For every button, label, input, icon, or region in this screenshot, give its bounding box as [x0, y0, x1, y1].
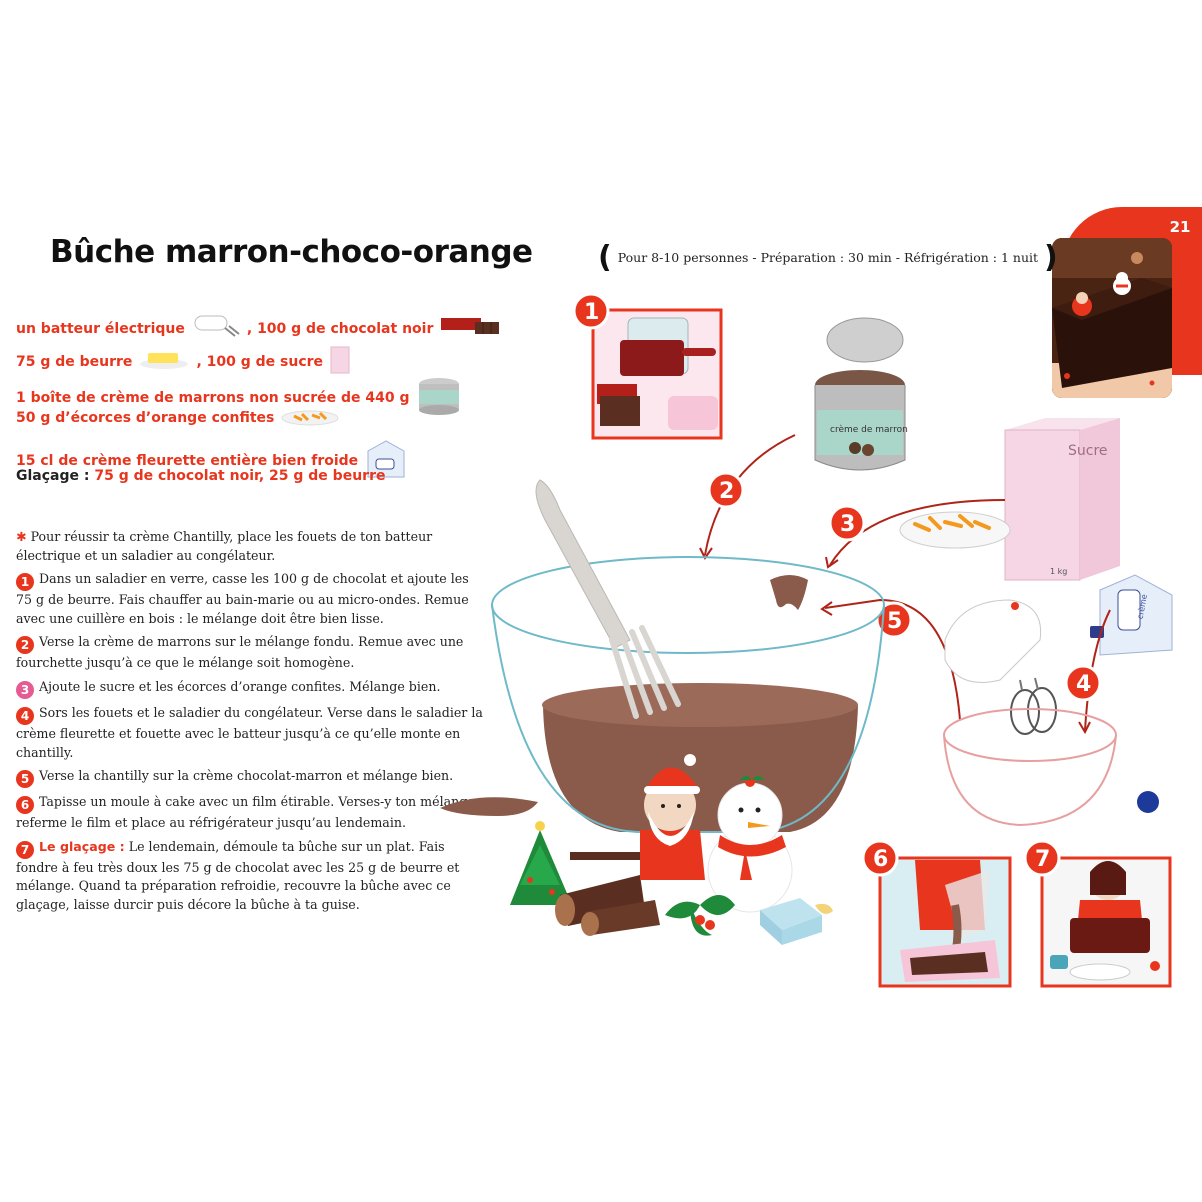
santa-figure	[640, 754, 705, 880]
step-3-number: 3	[828, 504, 866, 542]
cream-cap	[1137, 791, 1159, 813]
tip-text: Pour réussir ta crème Chantilly, place l…	[16, 529, 433, 563]
step-3-num-text: 3	[840, 512, 855, 537]
step-number-badge: 1	[16, 573, 34, 592]
sugar-box: Sucre 1 kg	[1004, 418, 1120, 581]
step-text: Verse la crème de marrons sur le mélange…	[16, 634, 464, 671]
step-1-panel	[591, 308, 723, 440]
snowman-figure	[707, 776, 793, 913]
cream-carton: crème	[1090, 574, 1173, 656]
mixer-icon	[191, 314, 241, 344]
step-text: Ajoute le sucre et les écorces d’orange …	[39, 678, 441, 694]
glaze-value: 75 g de chocolat noir, 25 g de beurre	[89, 468, 386, 484]
step-5: 5 Verse la chantilly sur la crème chocola…	[16, 767, 486, 789]
orange-peel-plate	[899, 511, 1011, 549]
step-7-num-text: 7	[1035, 847, 1050, 872]
step-text: Dans un saladier en verre, casse les 100…	[16, 571, 469, 626]
step-5-number: 5	[875, 601, 913, 639]
step-lead: Le glaçage :	[39, 838, 125, 854]
ingredient-orange-peel: 50 g d’écorces d’orange confites	[16, 410, 275, 426]
open-paren: (	[598, 240, 612, 275]
cream-carton-icon	[364, 437, 408, 485]
glaze-line: Glaçage : 75 g de chocolat noir, 25 g de…	[16, 468, 385, 484]
step-4-num-text: 4	[1076, 672, 1091, 697]
ingredient-line-5: 15 cl de crème fleurette entière bien fr…	[16, 437, 414, 485]
chestnut-can-icon	[416, 376, 462, 420]
step-number-badge: 3	[16, 680, 34, 699]
sugar-box-icon	[329, 345, 351, 379]
step-4-number: 4	[1064, 664, 1102, 702]
gift-box	[760, 898, 833, 945]
ingredient-line-3: 1 boîte de crème de marrons non sucrée d…	[16, 376, 468, 420]
small-bowl	[943, 708, 1117, 827]
step-number-badge: 5	[16, 770, 34, 789]
step-1-num-text: 1	[584, 300, 599, 325]
step-5-num-text: 5	[887, 609, 902, 634]
step-7-number: 7	[1023, 839, 1061, 877]
page-number: 21	[1169, 218, 1191, 236]
step-6-number: 6	[861, 839, 899, 877]
fork	[535, 479, 681, 719]
sugar-weight: 1 kg	[1050, 567, 1067, 576]
hand-mixer	[944, 599, 1057, 735]
step-6-num-text: 6	[873, 847, 888, 872]
step-number-badge: 6	[16, 796, 34, 815]
recipe-meta-text: Pour 8-10 personnes - Préparation : 30 m…	[617, 250, 1039, 265]
cake-photo	[1052, 238, 1172, 398]
step-number-badge: 4	[16, 706, 34, 725]
recipe-title: Bûche marron-choco-orange	[50, 234, 533, 270]
chocolate-bar-icon	[439, 316, 503, 342]
ingredient-butter: 75 g de beurre	[16, 354, 133, 370]
step-2-num-text: 2	[719, 479, 734, 504]
step-number-badge: 7	[16, 840, 34, 859]
instructions: ✱Pour réussir ta crème Chantilly, place …	[16, 528, 486, 920]
ingredient-sugar: , 100 g de sucre	[196, 354, 324, 370]
tip-step: ✱Pour réussir ta crème Chantilly, place …	[16, 528, 486, 565]
cream-label: crème	[1135, 593, 1149, 620]
ingredient-line-1: un batteur électrique , 100 g de chocola…	[16, 314, 509, 344]
step-6-panel	[878, 856, 1012, 988]
logs	[555, 852, 660, 936]
step-7: 7 Le glaçage : Le lendemain, démoule ta b…	[16, 838, 486, 915]
asterisk-icon: ✱	[16, 529, 27, 544]
ingredient-line-4: 50 g d’écorces d’orange confites	[16, 406, 346, 430]
ingredient-mixer: un batteur électrique	[16, 321, 185, 337]
ingredient-cream: 15 cl de crème fleurette entière bien fr…	[16, 453, 359, 469]
step-2-number: 2	[707, 471, 745, 509]
orange-peel-icon	[280, 406, 340, 430]
recipe-meta: ( Pour 8-10 personnes - Préparation : 30…	[598, 240, 1058, 275]
step-text: Le lendemain, démoule ta bûche sur un pl…	[16, 838, 460, 912]
ingredient-chestnut-cream: 1 boîte de crème de marrons non sucrée d…	[16, 390, 410, 406]
ingredient-chocolate: , 100 g de chocolat noir	[246, 321, 434, 337]
ingredient-line-2: 75 g de beurre , 100 g de sucre	[16, 345, 357, 379]
butter-icon	[138, 350, 190, 374]
glaze-label: Glaçage :	[16, 468, 90, 484]
can-label: crème de marron	[830, 424, 908, 435]
step-7-panel	[1040, 856, 1172, 988]
step-1-number: 1	[572, 292, 610, 330]
mixing-bowl	[440, 556, 885, 833]
step-text: Sors les fouets et le saladier du congél…	[16, 704, 483, 760]
chestnut-can: crème de marron	[814, 317, 908, 471]
step-text: Verse la chantilly sur la crème chocolat…	[39, 768, 454, 784]
step-3: 3 Ajoute le sucre et les écorces d’orange…	[16, 678, 486, 699]
step-number-badge: 2	[16, 636, 34, 655]
step-text: Tapisse un moule à cake avec un film éti…	[16, 794, 479, 831]
holly	[665, 895, 735, 936]
sugar-label: Sucre	[1068, 443, 1108, 459]
close-paren: )	[1044, 240, 1058, 275]
christmas-tree	[510, 821, 572, 905]
